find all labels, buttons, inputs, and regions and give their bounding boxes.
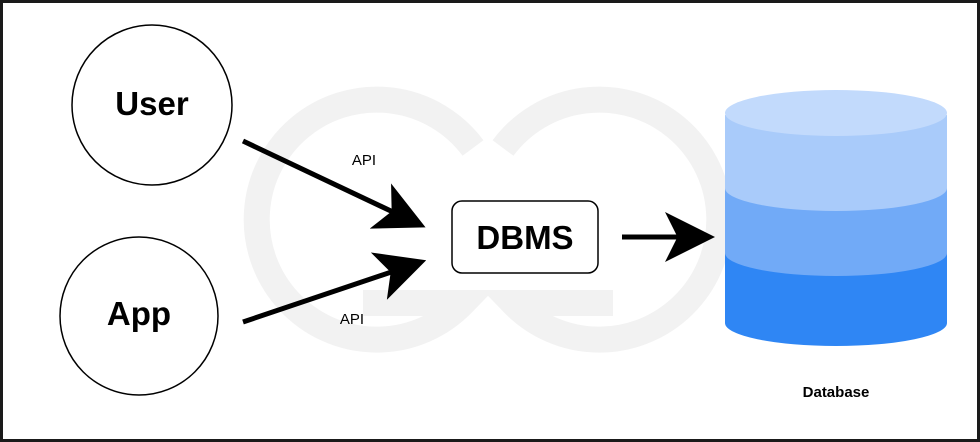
watermark-logo bbox=[243, 86, 733, 353]
architecture-diagram: User App DBMS API API Dat bbox=[59, 24, 947, 401]
user-edge-label: API bbox=[352, 152, 376, 169]
dbms-node: DBMS bbox=[451, 200, 599, 274]
database-top-cap bbox=[725, 90, 947, 136]
user-node: User bbox=[71, 24, 233, 186]
app-to-dbms-arrow bbox=[242, 252, 427, 325]
database-bottom-layer bbox=[725, 253, 947, 346]
app-node: App bbox=[59, 236, 219, 396]
database-top-layer bbox=[725, 115, 947, 211]
diagram-canvas: User App DBMS API API Dat bbox=[3, 3, 977, 439]
user-to-dbms-arrow bbox=[241, 138, 426, 229]
dbms-label: DBMS bbox=[476, 219, 573, 256]
user-label: User bbox=[115, 85, 189, 122]
database-middle-layer bbox=[725, 188, 947, 276]
database-label: Database bbox=[803, 384, 870, 401]
app-label: App bbox=[107, 295, 171, 332]
app-edge-label: API bbox=[340, 311, 364, 328]
database-cylinder-icon bbox=[725, 90, 947, 346]
